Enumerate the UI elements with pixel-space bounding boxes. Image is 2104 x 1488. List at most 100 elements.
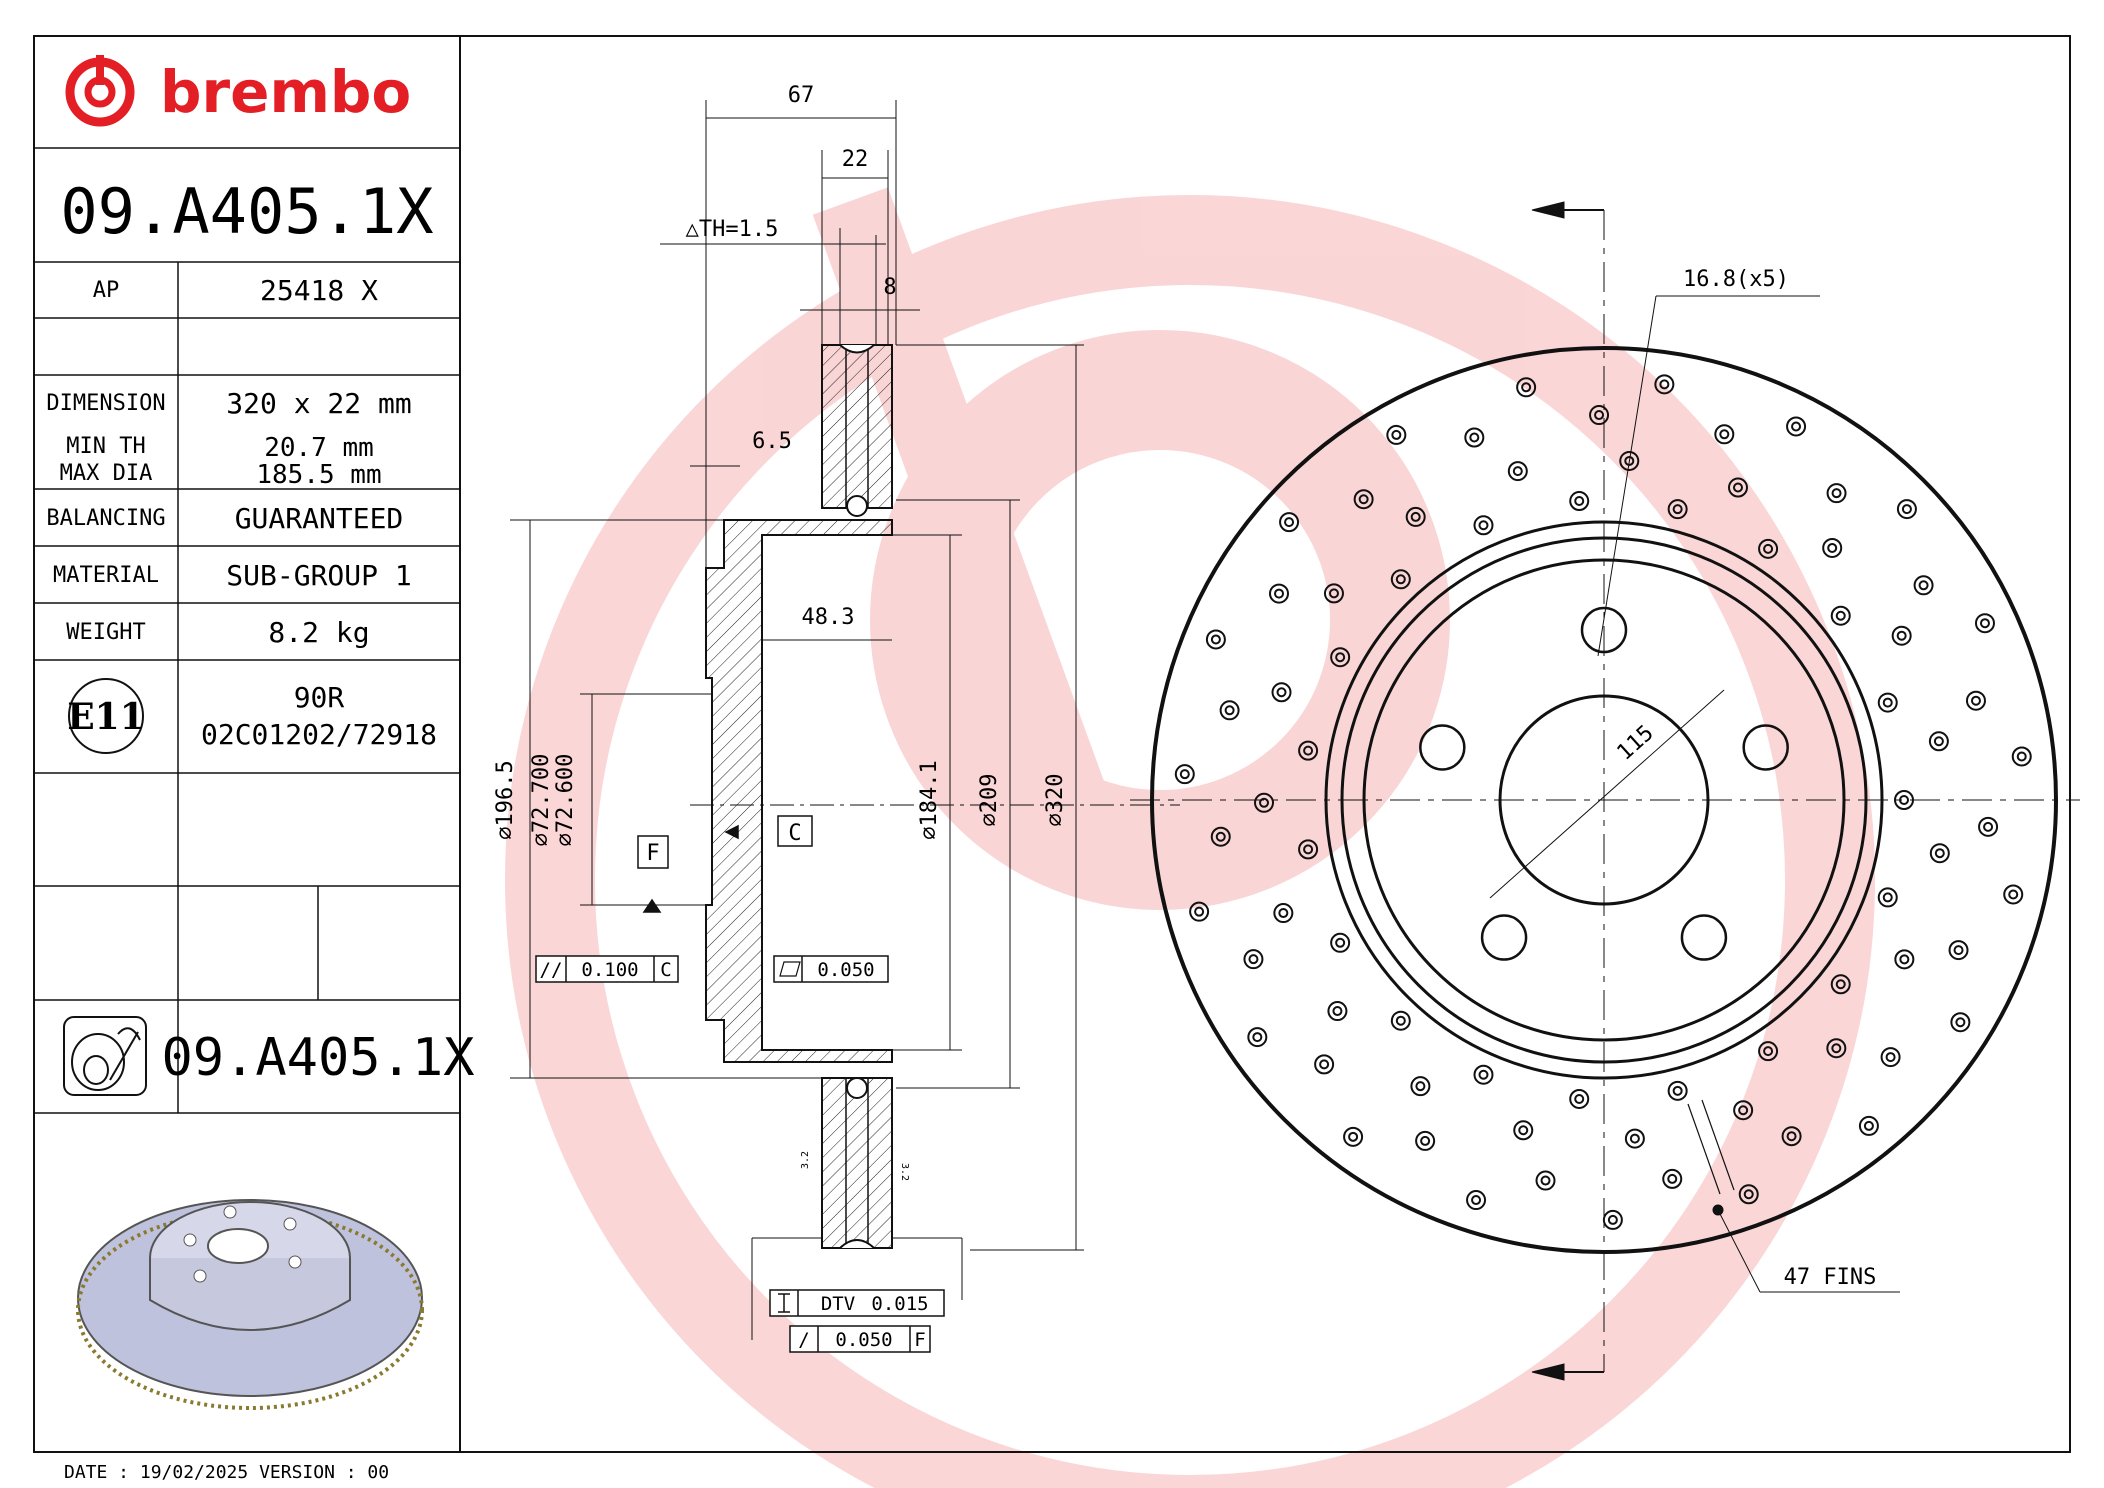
drilled-hole <box>1471 1195 1482 1206</box>
drilled-hole <box>1827 542 1838 553</box>
drilled-hole <box>1979 618 1990 629</box>
drilled-hole <box>1877 887 1898 908</box>
dim-hat-wall: 6.5 <box>752 429 792 454</box>
flatness-icon <box>779 961 801 977</box>
homologation-code: 90R <box>294 681 345 714</box>
drilled-hole <box>1569 491 1590 512</box>
hole-callout: 16.8(x5) <box>1683 267 1789 292</box>
drilled-hole <box>1574 496 1585 507</box>
drilled-hole <box>1758 1041 1779 1062</box>
drilled-hole <box>1194 906 1205 917</box>
drilled-hole <box>1719 429 1730 440</box>
drilled-hole <box>1330 647 1351 668</box>
front-view-labels: 16.8(x5) 115 47 FINS <box>1613 267 1877 1290</box>
section-friction-ring-bottom <box>821 1077 893 1249</box>
drilled-hole <box>1420 1135 1431 1146</box>
drilled-hole <box>1205 629 1226 650</box>
homologation-number: 02C01202/72918 <box>201 718 437 751</box>
drilled-hole <box>1254 792 1275 813</box>
drilled-hole <box>1410 1076 1431 1097</box>
drilled-hole <box>1273 903 1294 924</box>
drilled-hole <box>1219 700 1240 721</box>
drilled-hole <box>1763 543 1774 554</box>
drilled-hole <box>1733 1100 1754 1121</box>
drilled-hole <box>1955 1017 1966 1028</box>
drilled-hole <box>1894 790 1914 810</box>
drilled-hole <box>1863 1120 1874 1131</box>
drilled-hole <box>1478 1069 1489 1080</box>
drilled-hole <box>1662 1168 1683 1189</box>
drilled-hole <box>1899 954 1910 965</box>
drilled-hole <box>1901 504 1912 515</box>
drilled-hole <box>1574 1093 1585 1104</box>
weight-label: WEIGHT <box>66 620 145 645</box>
drilled-hole <box>1343 1126 1364 1147</box>
drilled-hole <box>1259 797 1270 808</box>
fins-label: 47 FINS <box>1784 1265 1877 1290</box>
drilled-hole <box>1896 630 1907 641</box>
drilled-hole <box>1918 580 1929 591</box>
drilled-hole <box>1786 416 1807 437</box>
drilled-hole <box>1391 429 1402 440</box>
drilled-hole <box>1594 410 1605 421</box>
drilled-hole <box>1913 575 1934 596</box>
drilled-hole <box>1248 954 1259 965</box>
drilled-hole <box>1303 844 1314 855</box>
roughness-left: 3.2 <box>800 1151 811 1169</box>
drilled-hole <box>1415 1130 1436 1151</box>
drilled-hole <box>1210 826 1231 847</box>
drilled-hole <box>1386 424 1407 445</box>
runout-datum: F <box>914 1329 925 1351</box>
drilled-hole <box>1786 1131 1797 1142</box>
drilled-hole <box>1330 932 1351 953</box>
bottom-part-number: 09.A405.1X <box>161 1028 474 1088</box>
drilled-hole <box>1179 769 1190 780</box>
weight-value: 8.2 kg <box>268 616 369 649</box>
drilled-hole <box>1469 432 1480 443</box>
drilled-hole <box>1727 477 1748 498</box>
pcd-label: 115 <box>1613 721 1659 766</box>
drilled-hole <box>1284 517 1295 528</box>
dimension-value: 320 x 22 mm <box>226 387 411 420</box>
drilled-hole <box>1667 1080 1688 1101</box>
section-friction-ring-top <box>821 344 893 509</box>
drilled-hole <box>1210 634 1221 645</box>
drilled-hole <box>1335 937 1346 948</box>
title-block <box>34 147 460 1114</box>
material-value: SUB-GROUP 1 <box>226 559 411 592</box>
front-view <box>1130 201 2080 1381</box>
drilled-hole <box>1831 1043 1842 1054</box>
drilled-hole <box>1269 583 1290 604</box>
drilled-hole <box>1896 499 1917 520</box>
drilled-hole <box>1672 1085 1683 1096</box>
drilled-hole <box>1602 1209 1623 1230</box>
min-th-value: 20.7 mm <box>264 433 374 463</box>
drilled-hole <box>1279 512 1300 533</box>
drilled-hole <box>1654 374 1675 395</box>
bolt-hole-group <box>1419 606 1789 961</box>
max-dia-label: MAX DIA <box>60 461 153 486</box>
dimension-label: DIMENSION <box>46 391 165 416</box>
drilled-hole <box>1629 1133 1640 1144</box>
drilled-hole <box>1978 816 1999 837</box>
e11-homologation-mark: E11 <box>67 678 145 754</box>
drilled-hole <box>1835 979 1846 990</box>
drilled-hole <box>1327 1001 1348 1022</box>
dia-209: ⌀209 <box>977 774 1002 827</box>
drilled-hole <box>1858 1115 1879 1136</box>
drilled-hole <box>1395 574 1406 585</box>
drilled-hole <box>1738 1105 1749 1116</box>
drilled-hole <box>1410 511 1421 522</box>
centre-bore <box>1498 694 1710 906</box>
drilled-hole <box>1473 515 1494 536</box>
balancing-label: BALANCING <box>46 506 165 531</box>
dim-vane-width: 8 <box>883 275 896 300</box>
drilled-hole <box>1348 1131 1359 1142</box>
drilled-hole <box>1894 949 1915 970</box>
max-dia-value: 185.5 mm <box>256 460 381 490</box>
bolt-hole <box>1680 914 1728 961</box>
drilled-hole <box>2003 884 2024 905</box>
drilled-hole <box>1521 382 1532 393</box>
drilled-hole <box>1624 1128 1645 1149</box>
drilled-hole <box>1516 377 1537 398</box>
